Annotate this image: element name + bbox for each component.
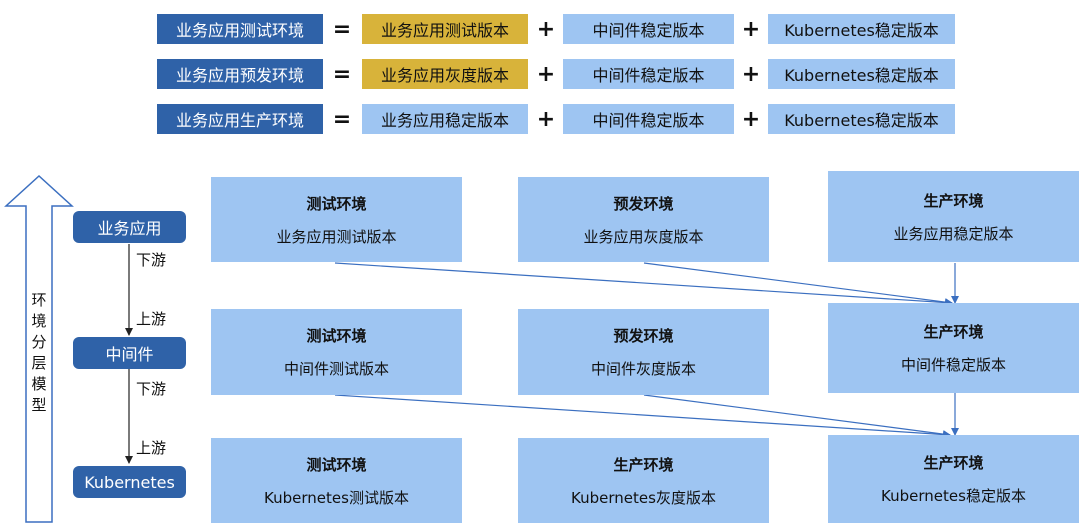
tier-kubernetes: Kubernetes bbox=[73, 466, 186, 498]
env-box-version: 业务应用稳定版本 bbox=[893, 224, 1014, 243]
layer-axis-arrow bbox=[4, 174, 74, 523]
env-box-version: 业务应用测试版本 bbox=[276, 227, 397, 246]
plus-sign: + bbox=[741, 61, 761, 87]
tier-business-app: 业务应用 bbox=[73, 211, 186, 243]
app-version-chip: 业务应用测试版本 bbox=[362, 14, 528, 44]
env-box-version: 中间件测试版本 bbox=[283, 360, 389, 378]
plus-sign: + bbox=[536, 106, 556, 132]
axis-label: 环 境 分 层 模 型 bbox=[29, 290, 49, 416]
tier-middleware: 中间件 bbox=[73, 337, 186, 369]
app-version-chip: 业务应用灰度版本 bbox=[362, 59, 528, 89]
env-box-version: 业务应用灰度版本 bbox=[583, 227, 704, 246]
plus-sign: + bbox=[536, 16, 556, 42]
env-box-version: Kubernetes稳定版本 bbox=[881, 487, 1026, 505]
env-box-title: 预发环境 bbox=[613, 194, 674, 213]
kubernetes-version-chip: Kubernetes稳定版本 bbox=[768, 59, 955, 89]
env-box-title: 测试环境 bbox=[306, 455, 367, 474]
kubernetes-version-chip: Kubernetes稳定版本 bbox=[768, 104, 955, 134]
middleware-version-chip: 中间件稳定版本 bbox=[563, 14, 734, 44]
downstream-label: 下游 bbox=[136, 251, 167, 269]
dependency-arrow bbox=[334, 394, 951, 439]
plus-sign: + bbox=[536, 61, 556, 87]
env-box-title: 生产环境 bbox=[613, 455, 674, 474]
upstream-label: 上游 bbox=[136, 310, 167, 328]
env-box-version: 中间件灰度版本 bbox=[590, 360, 696, 378]
plus-sign: + bbox=[741, 16, 761, 42]
env-test-label: 业务应用测试环境 bbox=[157, 14, 323, 44]
axis-label-char: 层 bbox=[31, 354, 47, 372]
plus-sign: + bbox=[741, 106, 761, 132]
dependency-arrow bbox=[643, 262, 953, 307]
axis-label-char: 分 bbox=[31, 333, 47, 351]
downstream-label: 下游 bbox=[136, 380, 167, 398]
middleware-version-chip: 中间件稳定版本 bbox=[563, 59, 734, 89]
axis-label-char: 型 bbox=[31, 396, 47, 414]
equals-sign: = bbox=[332, 16, 352, 42]
kubernetes-version-chip: Kubernetes稳定版本 bbox=[768, 14, 955, 44]
middleware-version-chip: 中间件稳定版本 bbox=[563, 104, 734, 134]
env-box-test: 测试环境 中间件测试版本 bbox=[211, 309, 462, 395]
env-box-version: 中间件稳定版本 bbox=[900, 356, 1006, 374]
env-box-test: 测试环境 业务应用测试版本 bbox=[211, 177, 462, 262]
axis-label-char: 境 bbox=[31, 312, 47, 330]
env-box-preprod: 预发环境 中间件灰度版本 bbox=[518, 309, 769, 395]
env-box-title: 预发环境 bbox=[613, 327, 674, 345]
env-box-title: 生产环境 bbox=[923, 191, 984, 210]
env-box-version: Kubernetes灰度版本 bbox=[571, 488, 716, 507]
env-box-test: 测试环境 Kubernetes测试版本 bbox=[211, 438, 462, 523]
env-box-prod: 生产环境 业务应用稳定版本 bbox=[828, 171, 1079, 262]
axis-label-char: 环 bbox=[31, 291, 47, 309]
env-box-version: Kubernetes测试版本 bbox=[264, 488, 409, 507]
env-box-prod: 生产环境 Kubernetes灰度版本 bbox=[518, 438, 769, 523]
env-box-prod: 生产环境 Kubernetes稳定版本 bbox=[828, 435, 1079, 523]
upstream-label: 上游 bbox=[136, 439, 167, 457]
env-box-title: 生产环境 bbox=[923, 323, 984, 341]
env-prod-label: 业务应用生产环境 bbox=[157, 104, 323, 134]
env-box-title: 测试环境 bbox=[306, 194, 367, 213]
app-version-chip: 业务应用稳定版本 bbox=[362, 104, 528, 134]
dependency-arrow bbox=[643, 394, 951, 439]
axis-label-char: 模 bbox=[31, 375, 47, 393]
env-box-preprod: 预发环境 业务应用灰度版本 bbox=[518, 177, 769, 262]
equals-sign: = bbox=[332, 61, 352, 87]
equals-sign: = bbox=[332, 106, 352, 132]
env-box-title: 生产环境 bbox=[923, 454, 984, 472]
env-box-prod: 生产环境 中间件稳定版本 bbox=[828, 303, 1079, 393]
env-preprod-label: 业务应用预发环境 bbox=[157, 59, 323, 89]
dependency-arrow bbox=[334, 262, 953, 307]
env-box-title: 测试环境 bbox=[306, 327, 367, 345]
